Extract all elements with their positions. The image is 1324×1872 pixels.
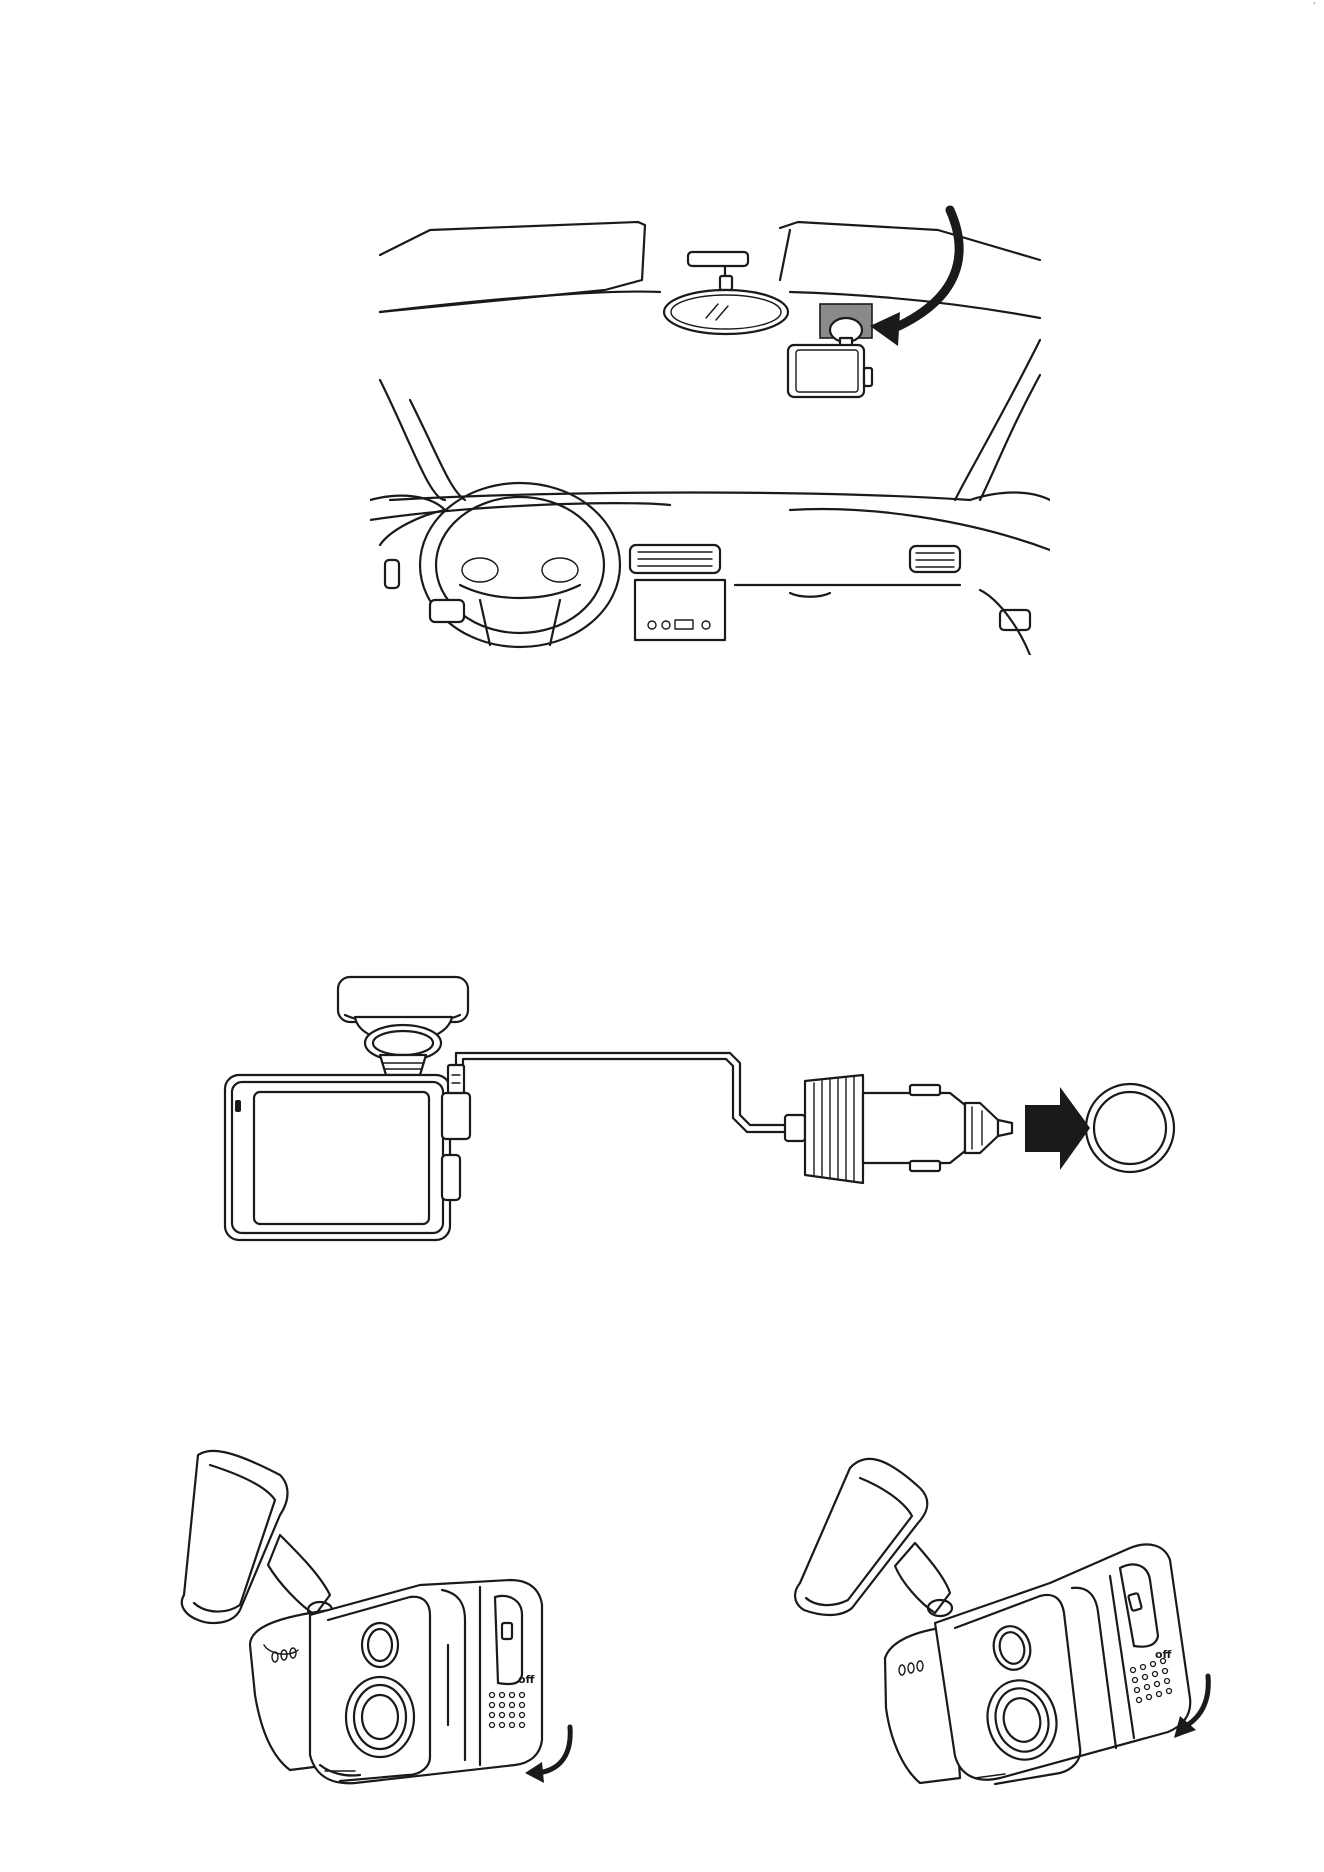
suction-mount-icon [182,1451,288,1623]
car-charger-icon [785,1075,1012,1183]
switch-label: off [518,1673,535,1686]
socket-ring-icon [1086,1084,1174,1172]
power-cable-icon [456,1053,785,1125]
rearview-mirror-icon [664,290,788,334]
sunvisor-right [780,222,1040,260]
dashcam-icon [788,345,864,397]
figure-angle-adjust-right: off [790,1448,1220,1788]
power-scene [220,975,1180,1245]
suction-mount-icon [795,1459,927,1615]
figure-power-connection [220,975,1180,1245]
dashcam-3d-icon: off [790,1448,1220,1788]
figure-windshield-install [370,200,1050,655]
suction-mount-icon [338,977,468,1022]
corner-mark: ` [1313,2,1316,13]
windshield-scene [370,200,1050,655]
dome-light-icon [688,252,748,266]
dashcam-screen [254,1092,429,1224]
figure-angle-adjust-left: off [180,1445,610,1785]
right-vent [910,546,960,572]
arrow-right-icon [1025,1087,1090,1170]
dashcam-3d-icon: off [180,1445,610,1785]
